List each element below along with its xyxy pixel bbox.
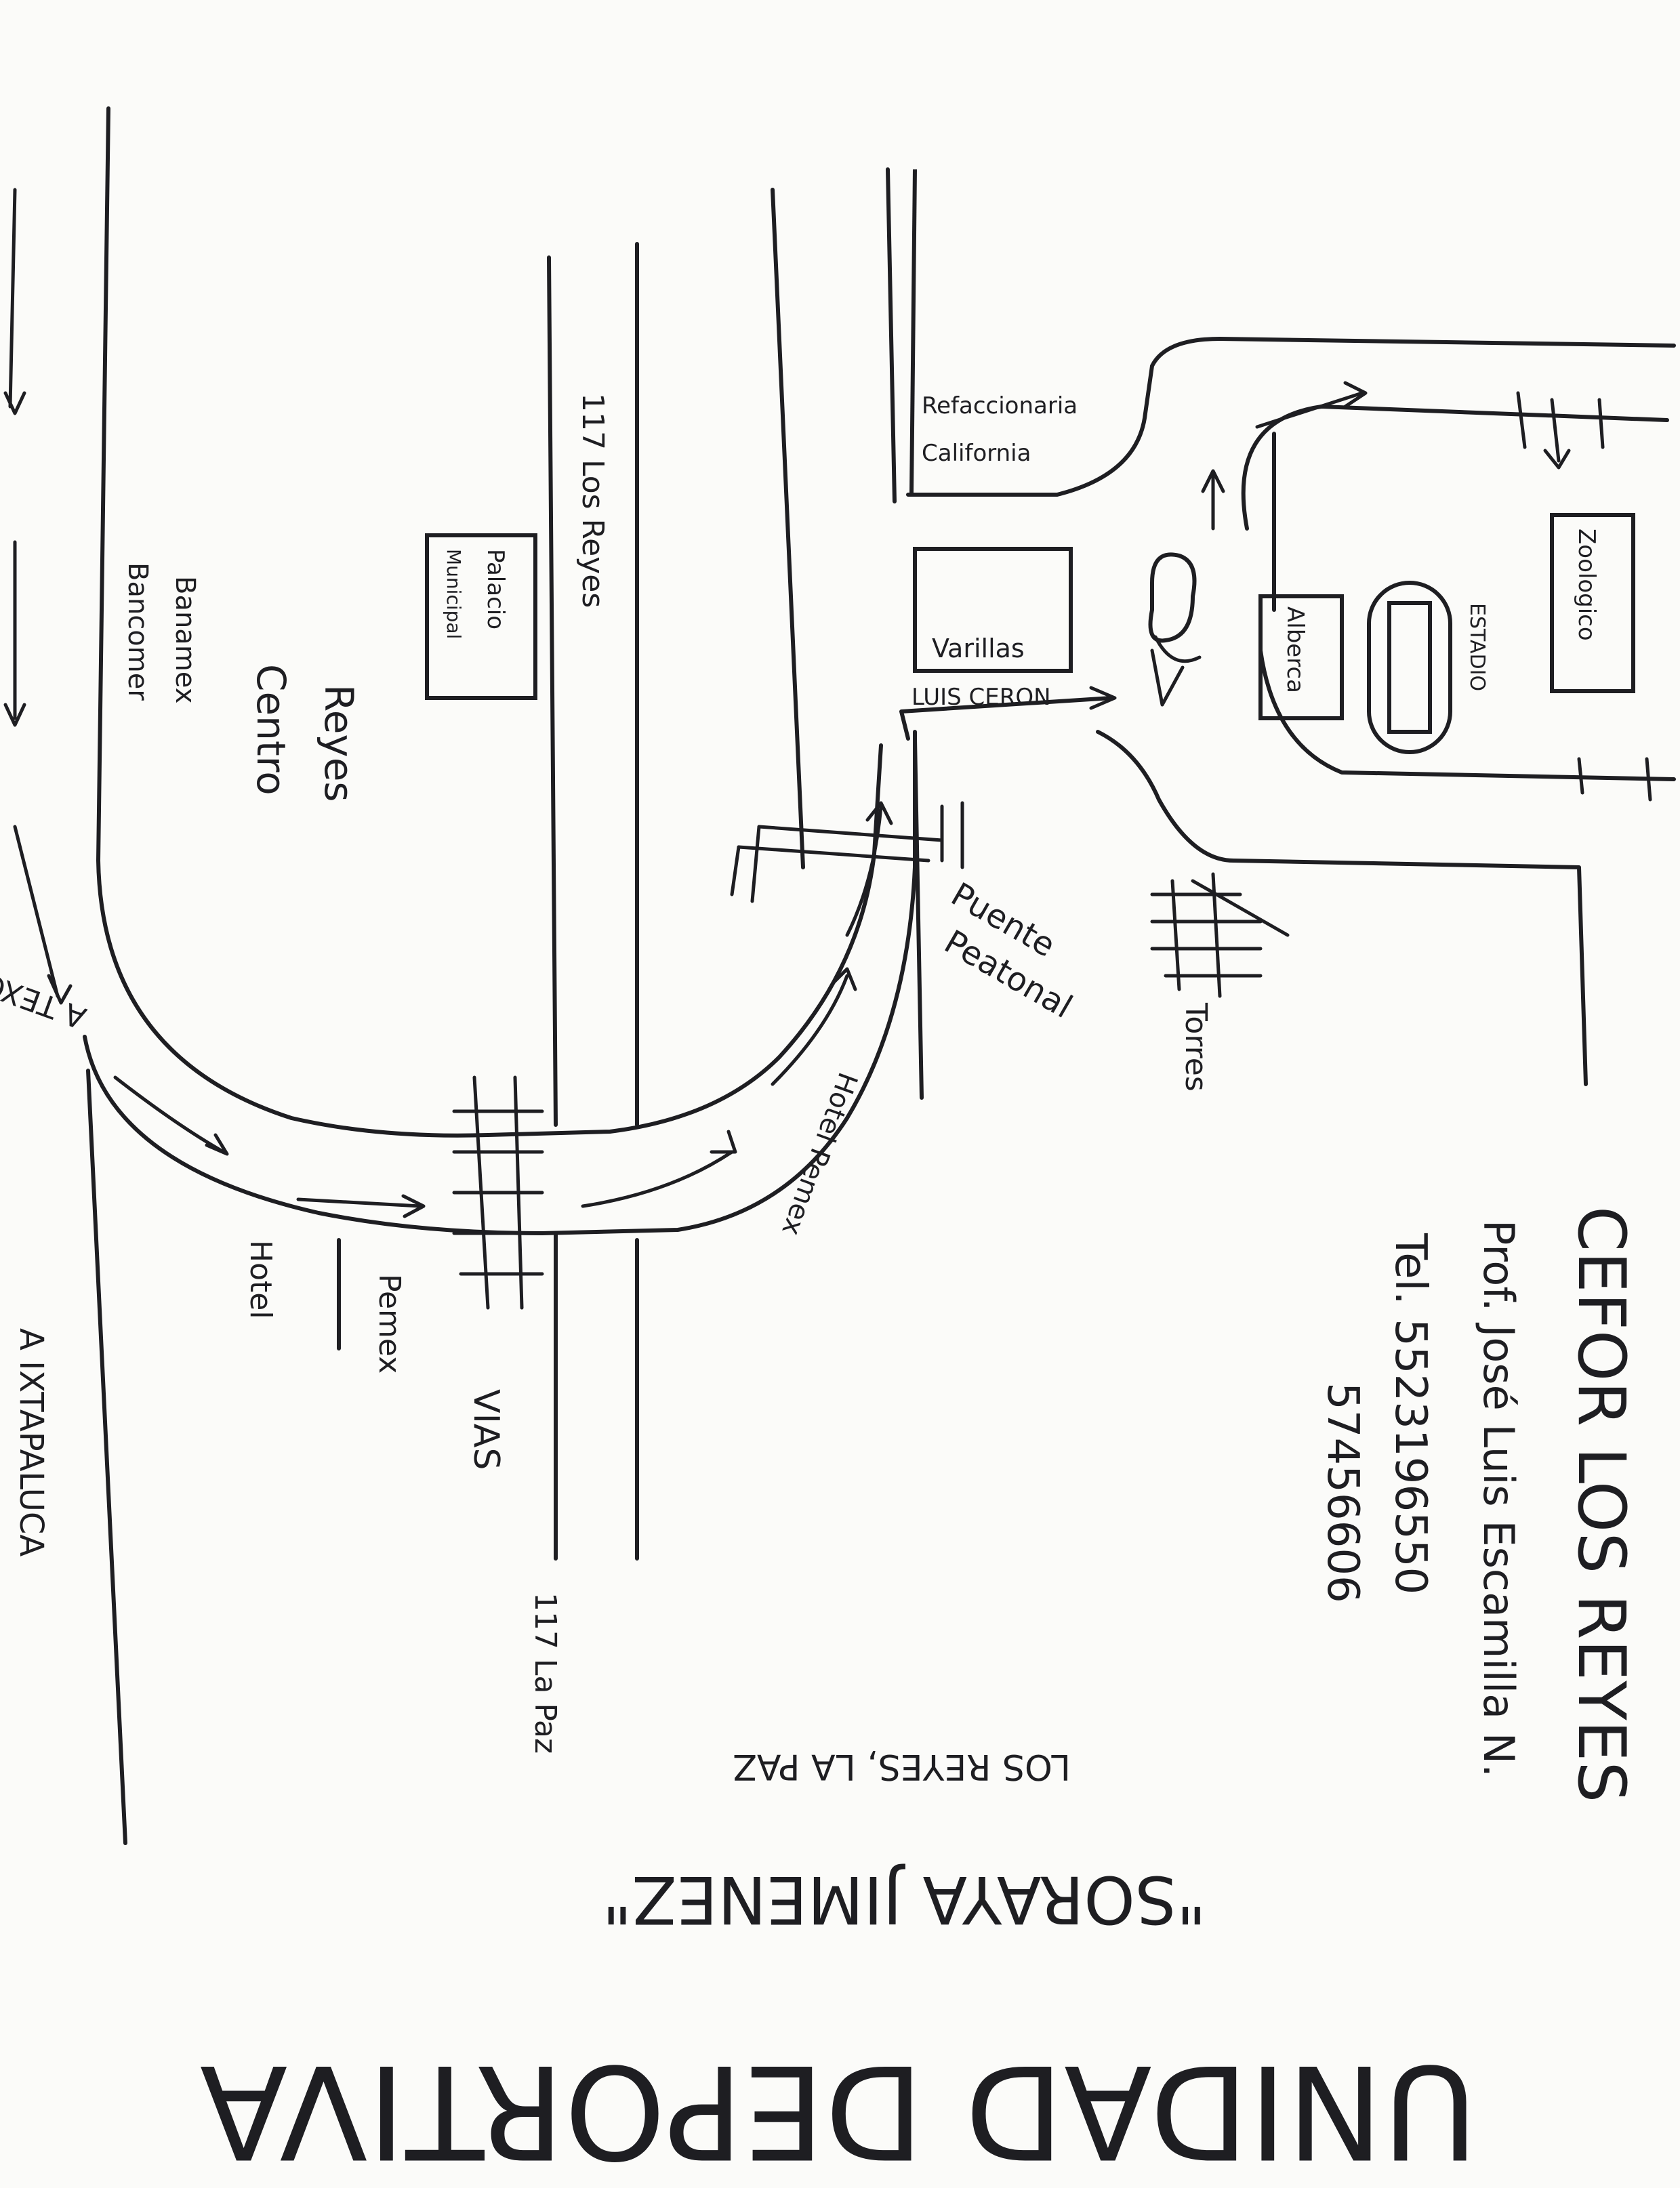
contact-location: LOS REYES, LA PAZ [733,1746,1071,1787]
label-varillas: Varillas [932,634,1025,663]
torres-lines [1150,872,1290,998]
railway-vias [452,1075,544,1310]
luis-ceron-road [899,337,1676,1100]
label-a-ixtapaluca: A IXTAPALUCA [12,1328,50,1556]
traffic-arrows [113,801,893,1218]
highway-road [3,106,917,1845]
contact-tel: Tel. 5523196550 [1385,1233,1435,1594]
la-paz-road [337,1231,639,1561]
varillas-box [913,547,1073,673]
label-luis-ceron: LUIS CERON [911,684,1051,711]
label-reyes: Reyes [316,684,362,802]
label-palacio: Palacio [482,549,509,629]
label-hotel-left: Hotel [243,1240,278,1319]
estadio-field [1387,601,1432,734]
label-alberca: Alberca [1282,606,1309,693]
contact-tel2: 57456606 [1317,1382,1368,1603]
label-refaccionaria: Refaccionaria [922,392,1078,419]
label-centro: Centro [248,664,294,796]
label-117-la-paz: 117 La Paz [528,1592,562,1754]
contact-org: CEFOR LOS REYES [1563,1206,1639,1802]
label-municipal: Municipal [443,549,465,639]
label-a-texcoco: A TEXCOCO [0,943,91,1035]
alberca-box [1258,594,1344,720]
contact-title: UNIDAD DEPORTIVA [200,2036,1477,2186]
label-vias: VIAS [466,1389,506,1470]
contact-name: "SORAYA JIMENEZ" [602,1861,1206,1937]
estadio-oval [1367,581,1452,754]
zoologico-box [1550,513,1635,693]
contact-prof: Prof. José Luis Escamilla N. [1474,1220,1523,1777]
label-bancomer: Bancomer [122,562,153,701]
label-banamex: Banamex [169,576,201,703]
los-reyes-road [547,167,897,1127]
pedestrian-bridge [730,801,964,903]
label-estadio: ESTADIO [1465,603,1489,691]
label-117-los-reyes: 117 Los Reyes [575,393,610,608]
label-hotel-pemex: Hotel Pemex [775,1069,863,1240]
label-pemex-left: Pemex [372,1274,407,1374]
palacio-municipal-box [425,533,537,700]
label-torres: Torres [1179,1002,1213,1092]
label-zoologico: Zoologico [1573,529,1600,641]
refaccionaria-edge [909,169,917,495]
label-california: California [922,440,1031,467]
